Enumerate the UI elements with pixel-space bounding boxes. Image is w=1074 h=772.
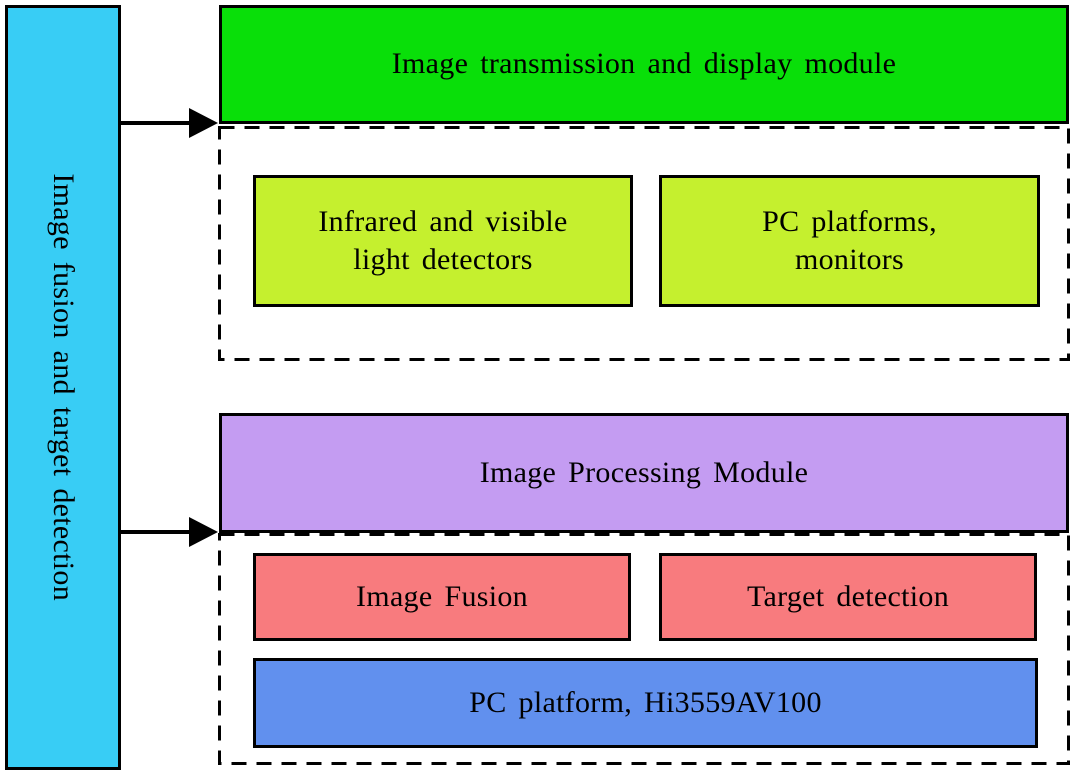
transmission-module-header: Image transmission and display module (219, 5, 1069, 124)
transmission-group-dashed-outline (218, 126, 1070, 361)
sidebar-title-label: Image fusion and target detection (47, 173, 81, 602)
pc-platforms-label: PC platforms, monitors (762, 204, 937, 276)
processing-module-label: Image Processing Module (479, 455, 809, 489)
transmission-module-label: Image transmission and display module (391, 47, 897, 81)
arrowhead-icon (189, 108, 218, 138)
image-fusion-box: Image Fusion (253, 553, 631, 641)
pc-platforms-box: PC platforms, monitors (659, 175, 1040, 307)
processing-module-header: Image Processing Module (219, 413, 1069, 533)
image-fusion-label: Image Fusion (356, 579, 528, 613)
detectors-label: Infrared and visible light detectors (318, 204, 568, 276)
target-detection-label: Target detection (746, 579, 950, 613)
pc-platform-hw-label: PC platform, Hi3559AV100 (469, 685, 822, 719)
detectors-box: Infrared and visible light detectors (253, 175, 633, 307)
pc-platform-hw-box: PC platform, Hi3559AV100 (253, 658, 1038, 748)
processing-group-dashed-outline (218, 533, 1070, 765)
target-detection-box: Target detection (659, 553, 1037, 641)
arrowhead-icon (189, 517, 218, 547)
sidebar-title-bar: Image fusion and target detection (5, 5, 121, 770)
